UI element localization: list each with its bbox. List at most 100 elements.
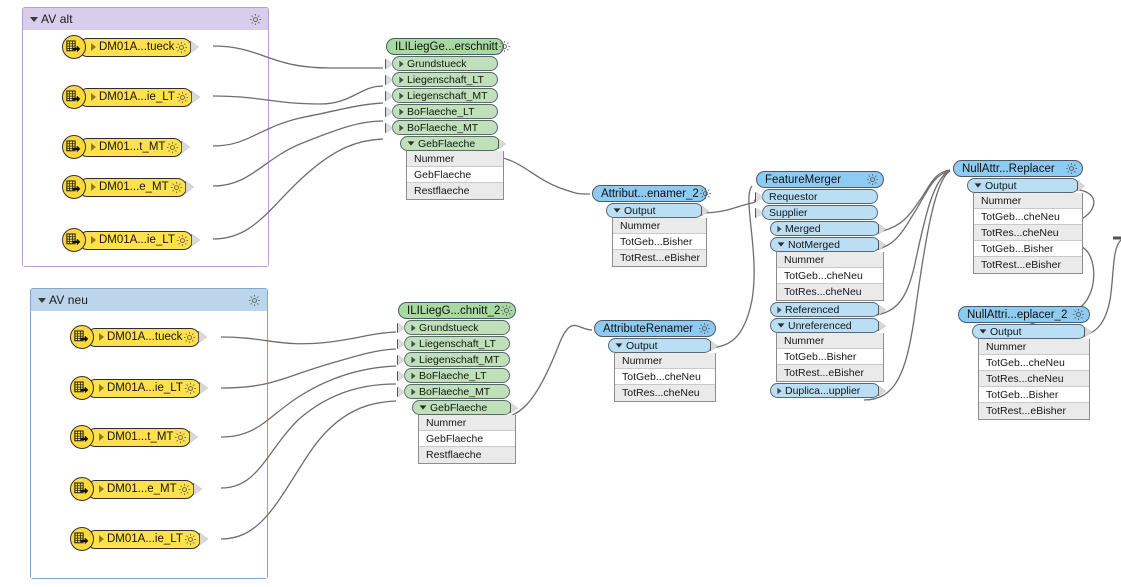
chevron-right-icon[interactable]	[411, 356, 416, 363]
reader-node[interactable]: DM01...e_MT	[70, 477, 202, 501]
port[interactable]: Output	[972, 324, 1086, 339]
chevron-right-icon[interactable]	[399, 92, 404, 99]
port-row[interactable]: BoFlaeche_LT	[398, 368, 530, 383]
chevron-down-icon[interactable]	[613, 208, 621, 213]
input-port-arrow[interactable]	[386, 58, 393, 69]
gear-icon[interactable]	[166, 141, 179, 154]
chevron-down-icon[interactable]	[407, 141, 415, 146]
reader-pill[interactable]: DM01A...ie_LT	[78, 230, 193, 250]
transformer-title[interactable]: Attribut...enamer_2	[592, 185, 711, 202]
reader-node[interactable]: DM01A...tueck	[70, 325, 208, 349]
output-port-arrow[interactable]	[879, 304, 886, 315]
port[interactable]: Output	[606, 203, 703, 218]
transformer-title[interactable]: ILILiegG...chnitt_2	[398, 302, 516, 319]
chevron-right-icon[interactable]	[399, 60, 404, 67]
chevron-right-icon[interactable]	[91, 236, 96, 244]
gear-icon[interactable]	[698, 322, 711, 335]
chevron-right-icon[interactable]	[411, 372, 416, 379]
chevron-right-icon[interactable]	[411, 388, 416, 395]
output-port-arrow[interactable]	[1085, 326, 1092, 337]
port-row[interactable]: Requestor	[756, 189, 898, 204]
input-port-arrow[interactable]	[398, 386, 405, 397]
gear-icon[interactable]	[699, 187, 712, 200]
transformer-title[interactable]: ILILiegGe...erschnitt	[386, 38, 510, 55]
chevron-right-icon[interactable]	[99, 485, 104, 493]
gear-icon[interactable]	[498, 40, 511, 53]
output-port-arrow[interactable]	[182, 141, 191, 153]
input-port-arrow[interactable]	[398, 370, 405, 381]
port-row[interactable]: Supplier	[756, 205, 898, 220]
gear-icon[interactable]	[184, 533, 197, 546]
reader-node[interactable]: DM01...t_MT	[62, 135, 191, 159]
port-row[interactable]: Referenced	[770, 302, 898, 317]
output-port-arrow[interactable]	[1078, 180, 1085, 191]
chevron-right-icon[interactable]	[91, 93, 96, 101]
output-port-arrow[interactable]	[879, 239, 886, 250]
reader-pill[interactable]: DM01A...ie_LT	[78, 87, 193, 107]
port-row[interactable]: BoFlaeche_LT	[386, 104, 518, 119]
chevron-right-icon[interactable]	[99, 333, 104, 341]
port-row[interactable]: BoFlaeche_MT	[386, 120, 518, 135]
port[interactable]: Requestor	[762, 189, 878, 204]
reader-node[interactable]: DM01...e_MT	[62, 175, 194, 199]
gear-icon[interactable]	[176, 234, 189, 247]
output-port-arrow[interactable]	[511, 402, 518, 413]
port[interactable]: Liegenschaft_LT	[392, 72, 498, 87]
input-port-arrow[interactable]	[398, 322, 405, 333]
gear-icon[interactable]	[174, 431, 187, 444]
port[interactable]: Liegenschaft_MT	[404, 352, 510, 367]
chevron-down-icon[interactable]	[777, 323, 785, 328]
input-port-arrow[interactable]	[398, 338, 405, 349]
chevron-right-icon[interactable]	[777, 306, 782, 313]
group-header[interactable]: AV neu	[31, 289, 267, 311]
chevron-right-icon[interactable]	[99, 384, 104, 392]
input-port-arrow[interactable]	[386, 90, 393, 101]
gear-icon[interactable]	[170, 181, 183, 194]
port-row[interactable]: Merged	[770, 221, 898, 236]
port[interactable]: Referenced	[770, 302, 880, 317]
reader-node[interactable]: DM01A...ie_LT	[62, 85, 200, 109]
chevron-down-icon[interactable]	[38, 297, 46, 303]
output-port-arrow[interactable]	[191, 234, 200, 246]
transformer-title[interactable]: FeatureMerger	[756, 171, 884, 188]
chevron-down-icon[interactable]	[974, 183, 982, 188]
port[interactable]: BoFlaeche_MT	[392, 120, 498, 135]
port[interactable]: Liegenschaft_LT	[404, 336, 510, 351]
output-port-arrow[interactable]	[199, 382, 208, 394]
gear-icon[interactable]	[1072, 308, 1085, 321]
reader-pill[interactable]: DM01...t_MT	[78, 137, 184, 157]
gear-icon[interactable]	[184, 382, 197, 395]
output-port-arrow[interactable]	[879, 320, 886, 331]
port[interactable]: Grundstueck	[404, 320, 510, 335]
input-port-arrow[interactable]	[386, 122, 393, 133]
chevron-down-icon[interactable]	[615, 343, 623, 348]
chevron-right-icon[interactable]	[91, 183, 96, 191]
output-port-arrow[interactable]	[191, 91, 200, 103]
port[interactable]: BoFlaeche_MT	[404, 384, 510, 399]
port-row[interactable]: Liegenschaft_MT	[386, 88, 518, 103]
port-row[interactable]: BoFlaeche_MT	[398, 384, 530, 399]
port[interactable]: Liegenschaft_MT	[392, 88, 498, 103]
input-port-arrow[interactable]	[386, 106, 393, 117]
output-port-arrow[interactable]	[191, 41, 200, 53]
gear-icon[interactable]	[249, 13, 262, 26]
port-row[interactable]: Liegenschaft_LT	[386, 72, 518, 87]
chevron-right-icon[interactable]	[99, 535, 104, 543]
reader-pill[interactable]: DM01...e_MT	[86, 479, 195, 499]
port[interactable]: Grundstueck	[392, 56, 498, 71]
chevron-right-icon[interactable]	[399, 108, 404, 115]
port-row[interactable]: GebFlaeche	[412, 400, 530, 415]
reader-pill[interactable]: DM01A...ie_LT	[86, 529, 201, 549]
port-row[interactable]: Output	[606, 203, 721, 218]
gear-icon[interactable]	[1065, 162, 1078, 175]
output-port-arrow[interactable]	[190, 431, 199, 443]
port[interactable]: BoFlaeche_LT	[392, 104, 498, 119]
input-port-arrow[interactable]	[398, 354, 405, 365]
gear-icon[interactable]	[175, 41, 188, 54]
output-port-arrow[interactable]	[879, 223, 886, 234]
